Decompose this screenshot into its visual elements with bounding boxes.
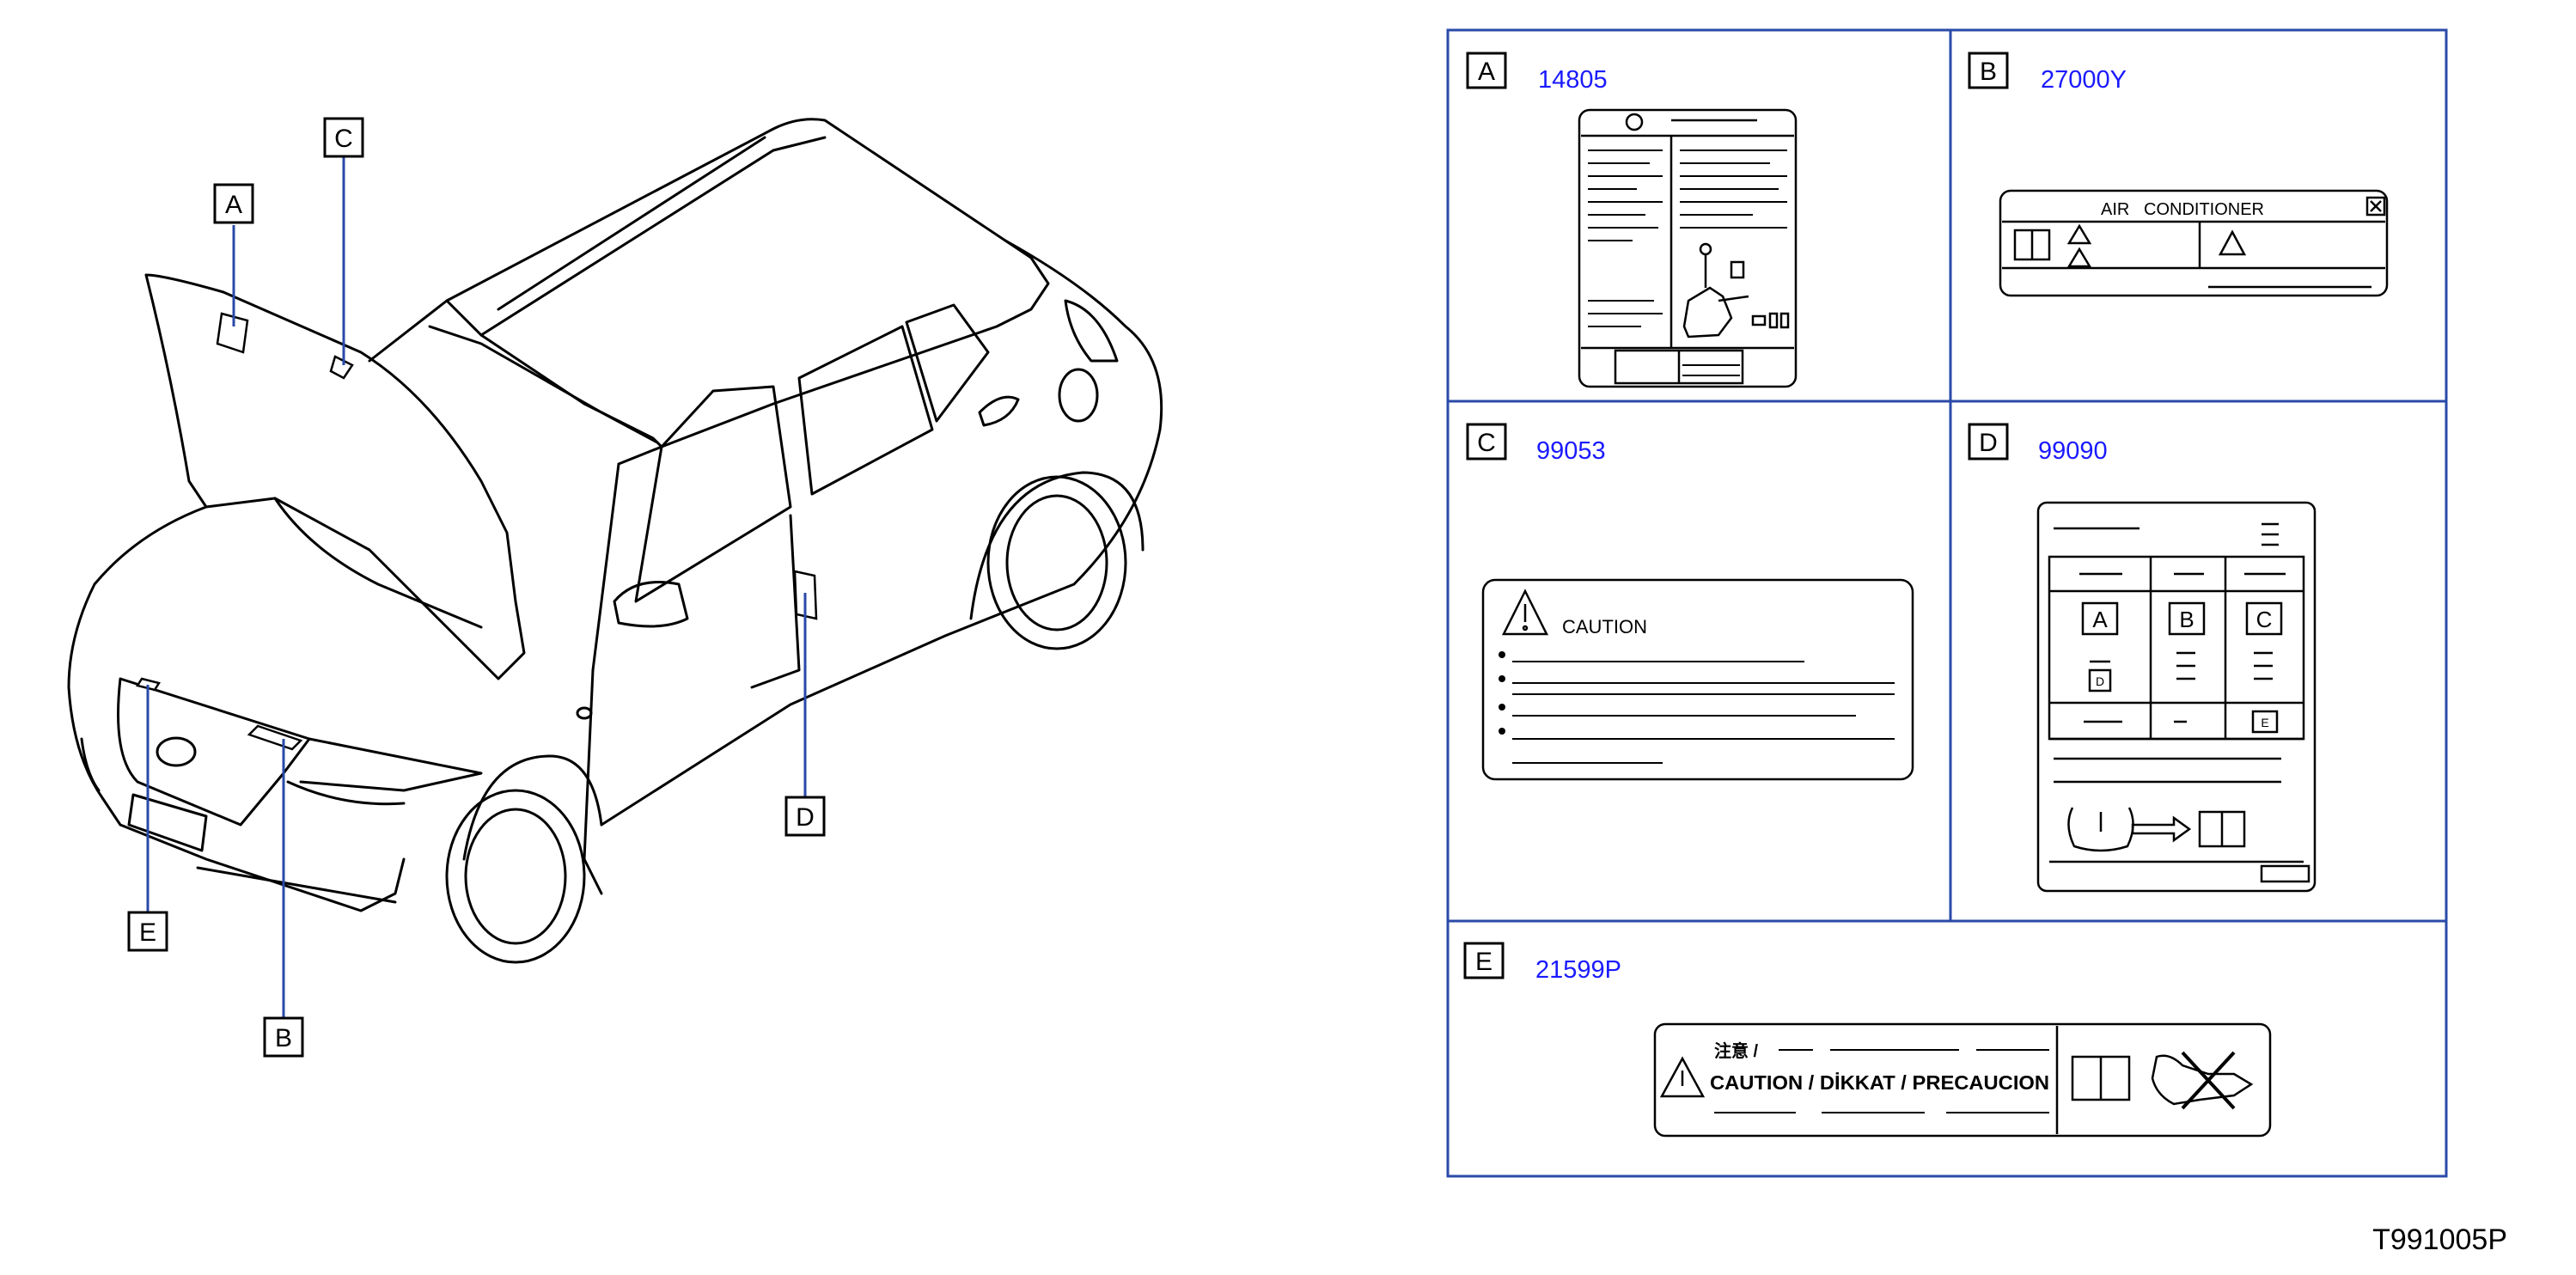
callout-b-letter: B [275,1024,292,1052]
callout-leaders [146,156,807,1018]
panel-e: E 21599P 注意 / CAUTION / DİKKAT / PRECAUC… [1463,942,2272,1138]
label-a-illustration [1578,108,1798,388]
label-d-cell-d: D [2096,674,2104,688]
callout-e: E [127,911,168,952]
callout-d-letter: D [796,803,815,832]
panel-c-letter: C [1477,429,1496,457]
label-c-illustration [1481,578,1914,781]
label-d-illustration [2036,501,2317,893]
panel-d: D 99090 [1968,423,2317,893]
panel-c-part-number: 99053 [1536,437,1606,465]
diagram-code: T991005P [2372,1223,2507,1256]
callout-c: C [323,117,364,158]
callout-b: B [263,1016,304,1058]
callout-d: D [784,796,826,837]
panel-b: B 27000Y AIR CONDITIONER [1968,52,2389,297]
label-d-cell-b: B [2179,607,2194,632]
panel-d-part-number: 99090 [2038,437,2108,465]
panel-a-part-number: 14805 [1538,66,1608,94]
sticker-c-location [329,355,354,380]
label-e-top-line: 注意 / [1714,1040,1759,1061]
label-e-main-line: CAUTION / DİKKAT / PRECAUCION [1710,1071,2049,1094]
sticker-locations [136,312,818,751]
callout-c-letter: C [334,125,353,153]
panel-a-letter: A [1478,58,1495,86]
label-c-heading: CAUTION [1562,616,1647,638]
sticker-b-location [247,724,303,751]
panel-e-part-number: 21599P [1535,956,1621,984]
panel-b-part-number: 27000Y [2041,66,2127,94]
callout-a: A [213,183,254,224]
vehicle-illustration [67,118,1163,964]
label-d-cell-a: A [2092,607,2108,632]
panel-b-letter: B [1980,58,1997,86]
label-panel-grid [1446,28,2448,1178]
label-d-cell-e: E [2261,716,2268,729]
callout-a-letter: A [225,191,242,219]
panel-e-letter: E [1475,948,1492,976]
sticker-a-location [216,312,249,354]
panel-c: C 99053 CAUTION [1466,423,1914,781]
panel-a: A 14805 [1466,52,1798,388]
label-e-illustration [1653,1022,2272,1138]
panel-d-letter: D [1979,429,1998,457]
label-d-cell-c: C [2256,607,2273,632]
sticker-e-location [136,677,161,692]
callout-e-letter: E [139,918,156,947]
label-b-illustration [1999,189,2389,297]
label-c-bullets [1499,651,1505,735]
label-b-title: AIR CONDITIONER [2101,200,2264,219]
